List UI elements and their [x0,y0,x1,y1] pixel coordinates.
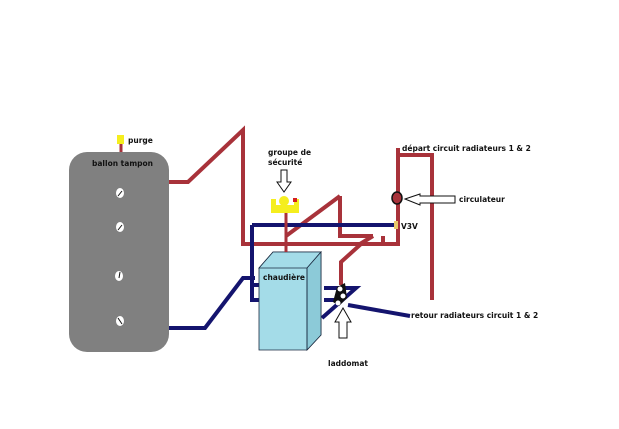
depart-label: départ circuit radiateurs 1 & 2 [402,144,531,153]
arrow-left-icon [403,193,456,206]
arrow-down-icon [276,169,292,193]
safety-group-label-1: groupe de [268,148,311,157]
thermometer-icon [116,222,124,232]
boiler-label: chaudière [263,273,305,282]
v3v-label: V3V [401,222,418,231]
thermometer-icon [115,271,123,281]
purge-label: purge [128,136,153,145]
thermometer-icon [116,188,124,198]
cold-pipe-network [169,223,411,330]
retour-label: retour radiateurs circuit 1 & 2 [411,311,538,320]
safety-group [271,196,299,213]
thermometer-icon [116,316,124,326]
v3v-valve [394,221,398,229]
circulator-pump [391,191,403,205]
buffer-tank-label: ballon tampon [92,159,153,168]
buffer-tank [69,152,169,352]
boiler [258,250,322,352]
circulator-label: circulateur [459,195,505,204]
safety-group-label-2: sécurité [268,158,302,167]
arrow-up-icon [334,306,352,339]
laddomat-label: laddomat [328,359,368,368]
purge-valve [117,135,124,144]
laddomat [333,283,347,306]
